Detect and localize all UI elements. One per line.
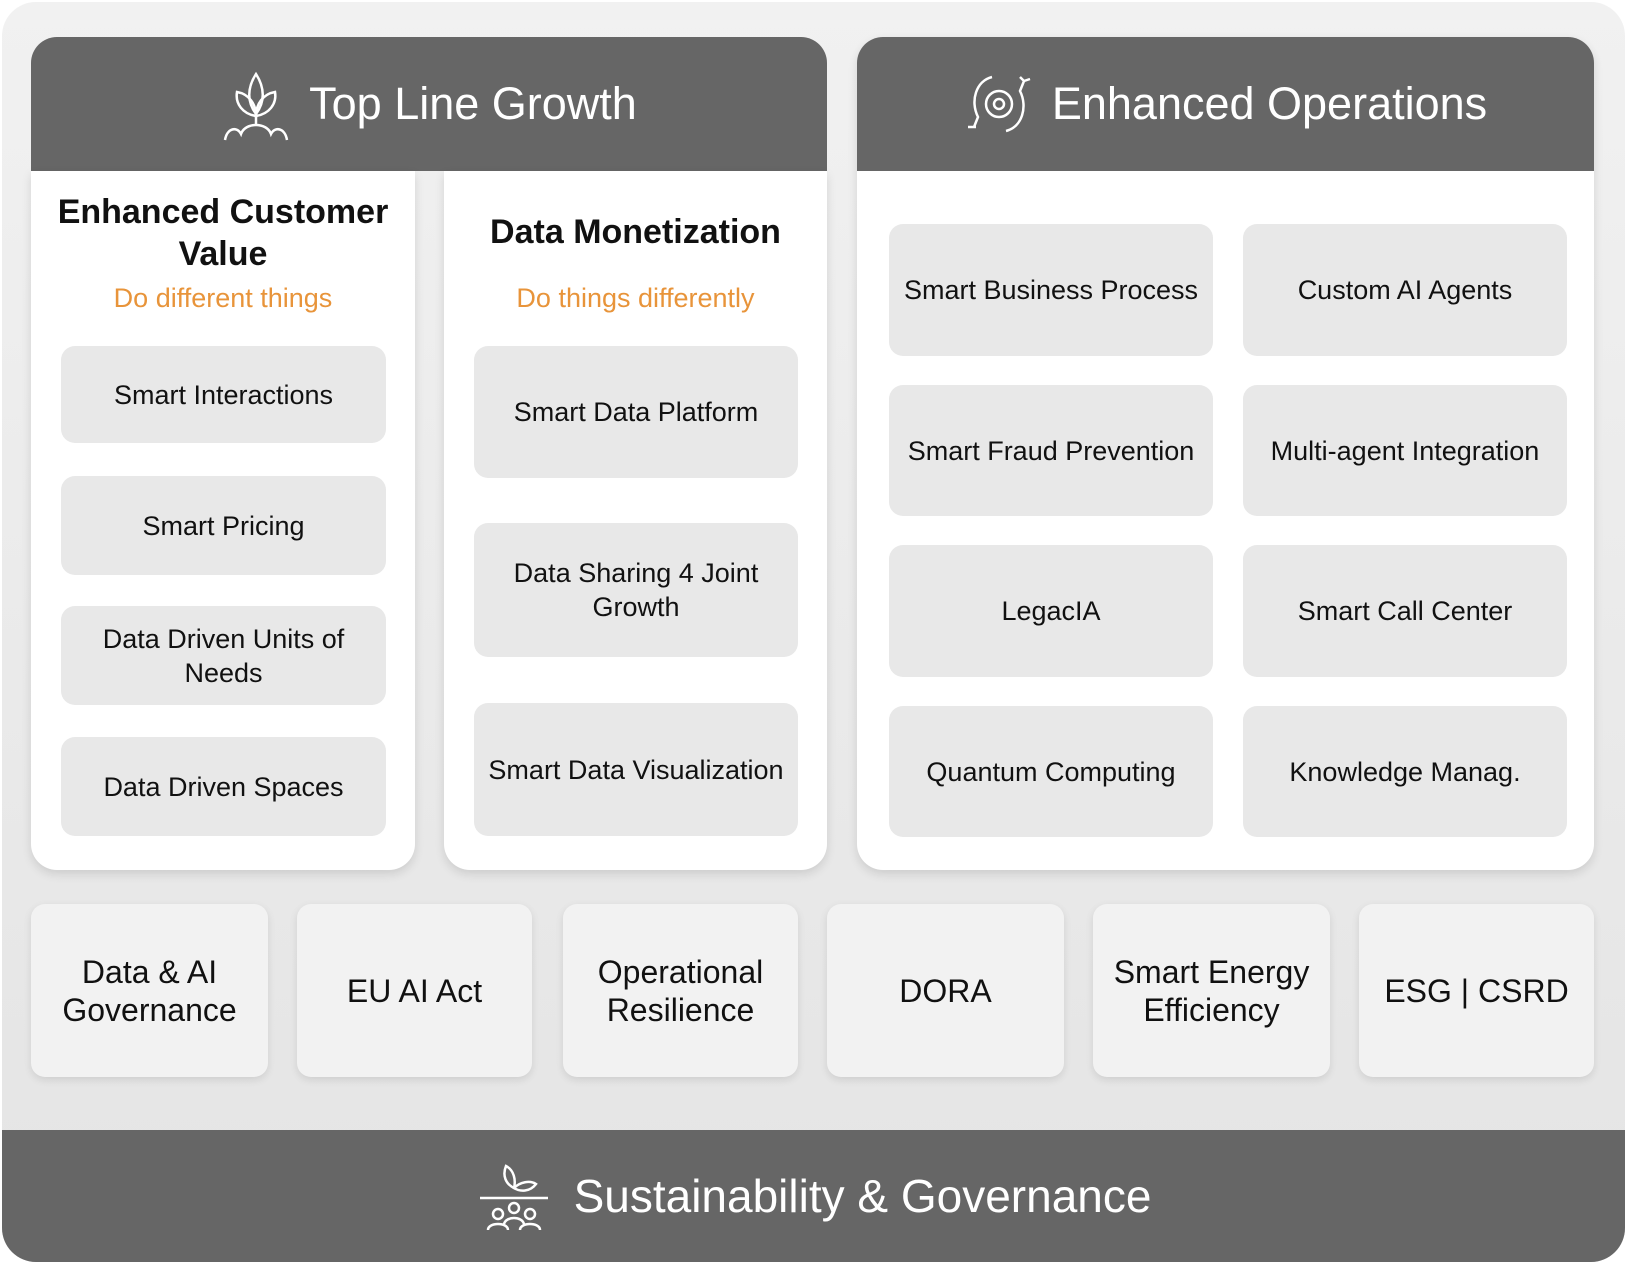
enhanced-operations-panel: Enhanced Operations Smart Business Proce…	[857, 37, 1594, 870]
tile-legacia[interactable]: LegacIA	[889, 545, 1213, 677]
footer-title: Sustainability & Governance	[573, 1170, 1152, 1222]
card-tagline: Do things differently	[516, 283, 755, 313]
card-tagline: Do different things	[113, 283, 333, 313]
tile-dora[interactable]: DORA	[827, 904, 1064, 1077]
tile-smart-data-visualization[interactable]: Smart Data Visualization	[474, 703, 798, 836]
sustainability-governance-bar: Sustainability & Governance	[2, 1130, 1625, 1262]
top-line-growth-panel: Top Line Growth Enhanced Customer Value …	[31, 37, 827, 870]
card-title: Data Monetization	[490, 213, 781, 251]
plant-people-icon	[479, 1164, 548, 1231]
card-title: Enhanced Customer Value	[57, 193, 389, 273]
tile-multi-agent-integration[interactable]: Multi-agent Integration	[1243, 385, 1567, 516]
tile-smart-fraud-prevention[interactable]: Smart Fraud Prevention	[889, 385, 1213, 516]
tile-smart-pricing[interactable]: Smart Pricing	[61, 476, 386, 575]
data-monetization-card: Data Monetization Do things differently …	[444, 171, 827, 870]
tile-operational-resilience[interactable]: Operational Resilience	[563, 904, 798, 1077]
top-line-growth-title: Top Line Growth	[309, 78, 637, 129]
tile-smart-data-platform[interactable]: Smart Data Platform	[474, 346, 798, 478]
tile-custom-ai-agents[interactable]: Custom AI Agents	[1243, 224, 1567, 356]
tile-esg-csrd[interactable]: ESG | CSRD	[1359, 904, 1594, 1077]
gear-cycle-icon	[967, 75, 1031, 133]
tile-smart-energy-efficiency[interactable]: Smart Energy Efficiency	[1093, 904, 1330, 1077]
tile-smart-business-process[interactable]: Smart Business Process	[889, 224, 1213, 356]
tile-data-driven-spaces[interactable]: Data Driven Spaces	[61, 737, 386, 836]
enhanced-operations-header: Enhanced Operations	[857, 37, 1594, 171]
tile-smart-call-center[interactable]: Smart Call Center	[1243, 545, 1567, 677]
top-line-growth-header: Top Line Growth	[31, 37, 827, 171]
enhanced-customer-value-card: Enhanced Customer Value Do different thi…	[31, 171, 415, 870]
plant-sprout-icon	[223, 71, 289, 141]
tile-quantum-computing[interactable]: Quantum Computing	[889, 706, 1213, 837]
tile-data-driven-units[interactable]: Data Driven Units of Needs	[61, 606, 386, 705]
tile-knowledge-management[interactable]: Knowledge Manag.	[1243, 706, 1567, 837]
tile-eu-ai-act[interactable]: EU AI Act	[297, 904, 532, 1077]
tile-data-ai-governance[interactable]: Data & AI Governance	[31, 904, 268, 1077]
tile-data-sharing[interactable]: Data Sharing 4 Joint Growth	[474, 523, 798, 657]
enhanced-operations-title: Enhanced Operations	[1051, 78, 1488, 129]
tile-smart-interactions[interactable]: Smart Interactions	[61, 346, 386, 443]
